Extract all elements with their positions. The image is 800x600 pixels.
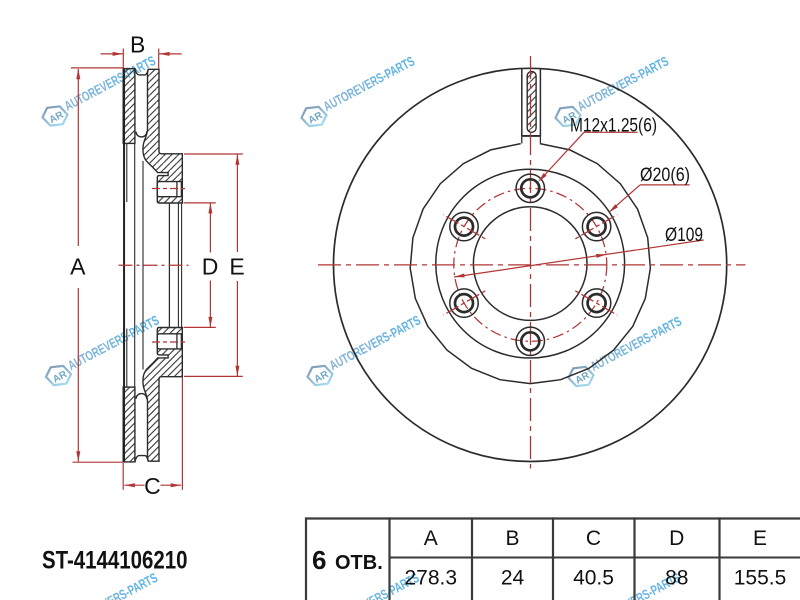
svg-text:40.5: 40.5 bbox=[573, 567, 614, 590]
svg-text:C: C bbox=[586, 527, 601, 550]
svg-text:D: D bbox=[669, 527, 684, 550]
svg-text:24: 24 bbox=[501, 567, 525, 590]
svg-text:Ø109: Ø109 bbox=[665, 225, 703, 246]
svg-text:B: B bbox=[505, 527, 519, 550]
svg-text:Ø20(6): Ø20(6) bbox=[640, 165, 690, 186]
svg-text:6: 6 bbox=[312, 545, 326, 575]
svg-text:155.5: 155.5 bbox=[734, 567, 787, 590]
svg-text:B: B bbox=[130, 32, 145, 58]
svg-text:M12x1.25(6): M12x1.25(6) bbox=[570, 116, 657, 137]
svg-text:A: A bbox=[424, 527, 438, 550]
svg-text:E: E bbox=[229, 254, 244, 280]
svg-text:C: C bbox=[144, 473, 161, 499]
svg-text:88: 88 bbox=[665, 567, 688, 590]
svg-text:A: A bbox=[70, 254, 86, 280]
svg-text:278.3: 278.3 bbox=[404, 567, 457, 590]
svg-text:ОТВ.: ОТВ. bbox=[335, 552, 383, 574]
svg-text:D: D bbox=[202, 254, 219, 280]
svg-text:ST-4144106210: ST-4144106210 bbox=[42, 547, 188, 575]
svg-text:E: E bbox=[753, 527, 767, 550]
